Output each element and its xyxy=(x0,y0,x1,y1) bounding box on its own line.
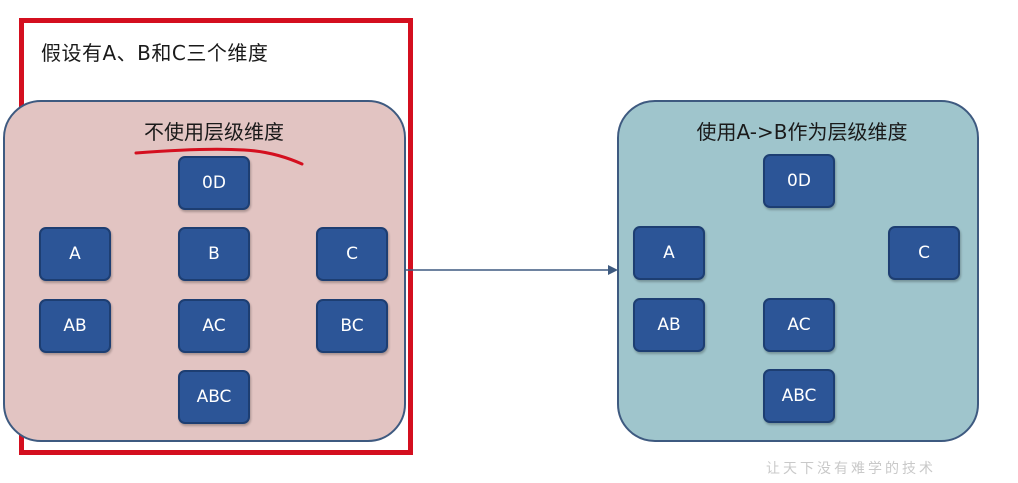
transition-arrow xyxy=(406,265,618,275)
watermark-text: 让天下没有难学的技术 xyxy=(766,461,936,477)
cuboid-ac-left: AC xyxy=(178,299,250,353)
cuboid-ab-left: AB xyxy=(39,299,111,353)
cuboid-c-right: C xyxy=(888,226,960,280)
cuboid-0d-right: 0D xyxy=(763,154,835,208)
assumption-text: 假设有A、B和C三个维度 xyxy=(41,41,269,65)
cuboid-abc-left: ABC xyxy=(178,370,250,424)
cuboid-ab-right: AB xyxy=(633,298,705,352)
cuboid-b-left: B xyxy=(178,227,250,281)
handwritten-underline xyxy=(134,147,304,166)
cuboid-ac-right: AC xyxy=(763,298,835,352)
cuboid-bc-left: BC xyxy=(316,299,388,353)
panel-title-no-hierarchy: 不使用层级维度 xyxy=(144,120,284,144)
cuboid-a-left: A xyxy=(39,227,111,281)
cuboid-c-left: C xyxy=(316,227,388,281)
cuboid-abc-right: ABC xyxy=(763,369,835,423)
cuboid-0d-left: 0D xyxy=(178,156,250,210)
cuboid-a-right: A xyxy=(633,226,705,280)
panel-title-with-hierarchy: 使用A->B作为层级维度 xyxy=(696,120,908,144)
